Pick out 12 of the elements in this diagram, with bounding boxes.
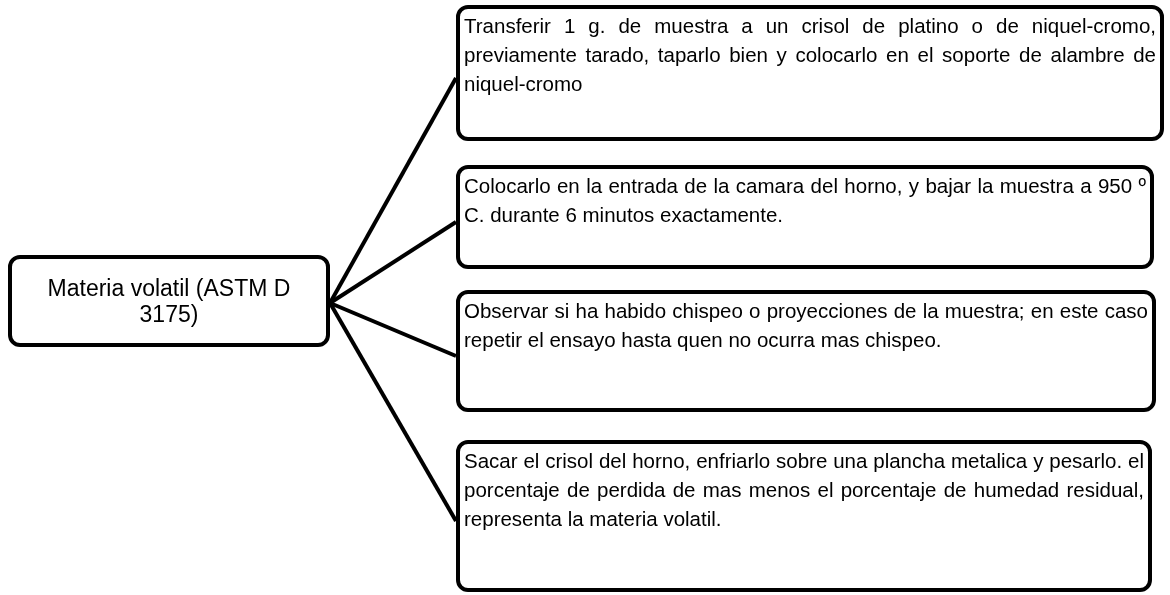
topic-text: Materia volatil (ASTM D 3175) — [46, 274, 292, 328]
step-text: Transferir 1 g. de muestra a un crisol de platino o de niquel-cromo, previamente tarado, taparlo bien y colocarlo en el soporte de alambre de niquel-cromo — [464, 13, 1156, 98]
step-text: Observar si ha habido chispeo o proyecciones de la muestra; en este caso repetir el ensayo hasta quen no ocurra mas chispeo. — [464, 298, 1148, 354]
step-box — [456, 165, 1154, 269]
step-box — [456, 5, 1164, 141]
step-box — [456, 440, 1152, 592]
connector-line — [328, 302, 458, 522]
step-box — [456, 290, 1156, 412]
step-text: Colocarlo en la entrada de la camara del horno, y bajar la muestra a 950 º C. durante 6 minutos exactamente. — [464, 173, 1146, 229]
step-text: Sacar el crisol del horno, enfriarlo sobre una plancha metalica y pesarlo. el porcentaje de perdida de mas menos el porcentaje de humedad residual, representa la materia volatil. — [464, 448, 1144, 533]
connector-line — [329, 301, 457, 358]
topic-box — [8, 255, 330, 347]
